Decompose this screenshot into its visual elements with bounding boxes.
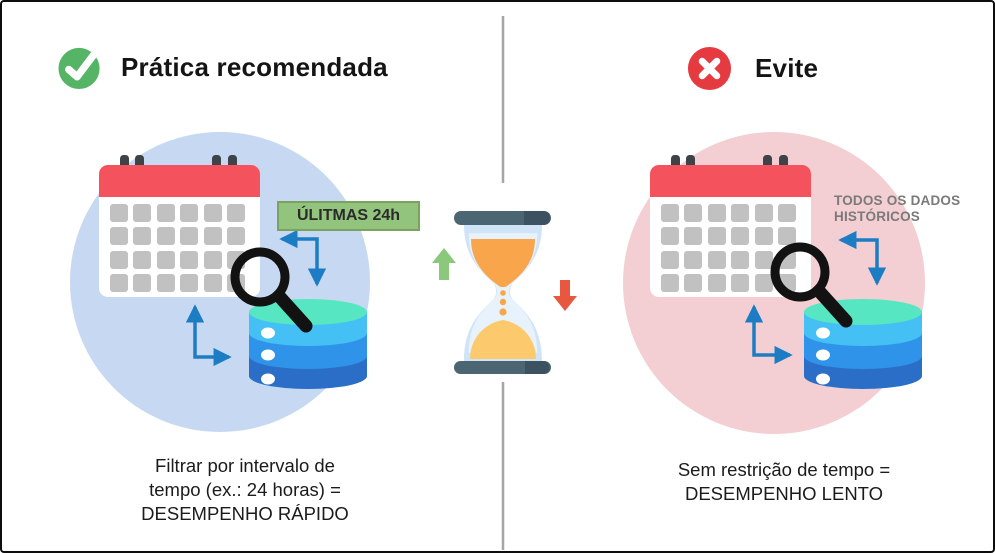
right-scene	[623, 132, 925, 434]
database-icon	[249, 299, 367, 389]
arrow-down-icon	[553, 280, 577, 311]
time-filter-tag: ÚLITMAS 24h	[277, 201, 420, 231]
sync-arrows-icon	[185, 229, 327, 367]
recommended-caption: Filtrar por intervalo de tempo (ex.: 24 …	[141, 455, 349, 524]
avoid-header: Evite	[686, 45, 818, 92]
recommended-header: Prática recomendada	[57, 44, 388, 91]
recommended-title: Prática recomendada	[121, 52, 388, 82]
all-historical-data-label: TODOS OS DADOS HISTÓRICOS	[834, 193, 961, 224]
calendar-icon	[650, 155, 811, 297]
avoid-caption: Sem restrição de tempo = DESEMPENHO LENT…	[677, 459, 891, 504]
hourglass-icon	[454, 211, 551, 374]
sync-arrows-icon	[744, 230, 887, 365]
check-icon	[58, 47, 100, 90]
left-scene	[70, 132, 370, 432]
x-icon	[687, 46, 732, 91]
avoid-title: Evite	[755, 53, 819, 83]
database-icon	[804, 299, 922, 389]
arrow-up-icon	[432, 248, 456, 280]
